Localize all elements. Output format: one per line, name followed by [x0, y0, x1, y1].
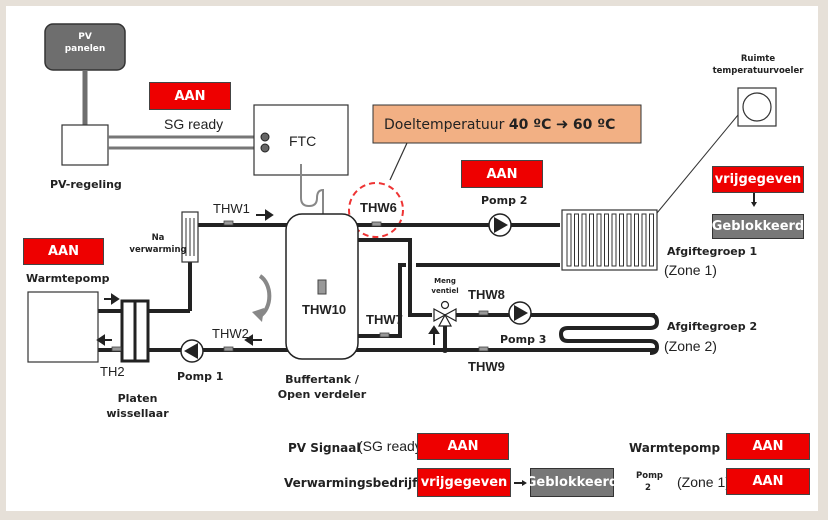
pump2-status-badge: AAN — [461, 160, 543, 188]
radiator-fin — [619, 213, 624, 267]
radiator-fin — [626, 213, 632, 267]
radiator-fin — [596, 213, 602, 267]
mixing-valve-icon — [433, 300, 457, 327]
legend-heatpump-label: Warmtepomp — [629, 441, 721, 455]
legend-utility-from: vrijgegeven — [417, 468, 511, 497]
room-sensor-dial — [742, 92, 772, 122]
target-temp-to: 60 ºC — [572, 117, 616, 133]
pv-panels-label-line2: panelen — [64, 44, 106, 54]
room-sensor — [737, 87, 777, 127]
circulation-arrow-icon — [258, 274, 272, 318]
radiator-fin — [634, 213, 639, 267]
legend-pv-signal-label: PV Signaal — [288, 441, 361, 455]
plate-exchanger-label-line2: wissellaar — [106, 407, 169, 420]
arrow-right-icon: ➜ — [555, 115, 569, 133]
mixing-valve-label: Meng ventiel — [423, 276, 467, 296]
radiator-fin — [641, 213, 647, 267]
buffer-tank-label-line1: Buffertank / — [285, 373, 359, 386]
thw10-sensor — [317, 279, 327, 295]
room-sensor-label-line2: temperatuurvoeler — [712, 66, 804, 76]
backup-heater-element — [185, 218, 195, 256]
target-temp-from: 40 ºC — [508, 117, 552, 133]
legend-pump2-value: AAN — [726, 468, 810, 495]
target-temp-text: Doeltemperatuur 40 ºC ➜ 60 ºC — [384, 115, 615, 133]
thw7-label: THW7 — [366, 312, 403, 327]
pv-controller — [61, 124, 109, 166]
buffer-tank-label-line2: Open verdeler — [277, 388, 367, 401]
zone2-zone-label: (Zone 2) — [664, 338, 717, 354]
plate-exchanger-label-line1: Platen — [117, 392, 158, 405]
radiator-fin — [574, 213, 579, 267]
radiator — [561, 209, 658, 271]
radiator-fins — [566, 213, 654, 267]
pv-panels-label: PV panelen — [45, 31, 125, 55]
temp-sensors — [111, 220, 489, 352]
flow-arrows — [96, 209, 440, 346]
radiator-fin — [581, 213, 587, 267]
radiator-fin — [604, 213, 609, 267]
pump2-icon — [488, 213, 512, 237]
heatpump-status-badge: AAN — [23, 238, 104, 265]
backup-heater-label-line2: verwarming — [129, 245, 187, 255]
legend-pump2-label: Pomp 2 — [636, 470, 664, 494]
legend-pv-signal-sub: (SG ready) — [358, 438, 427, 454]
sg-ready-label: SG ready — [164, 116, 224, 132]
zone2-group-label: Afgiftegroep 2 — [667, 320, 758, 333]
mixing-valve-label-line1: Meng — [434, 277, 456, 285]
legend-pump2-zone: (Zone 1) — [677, 474, 730, 490]
zone1-status-to: Geblokkeerd — [712, 214, 804, 239]
thw6-label: THW6 — [360, 200, 397, 215]
target-temp-box — [372, 104, 642, 144]
legend-pump2-label-line1: Pomp — [636, 471, 664, 481]
pv-panels-label-line1: PV — [78, 32, 92, 42]
backup-heater-label: Na verwarming — [128, 232, 188, 256]
radiator-fin — [611, 213, 617, 267]
thw2-label: THW2 — [212, 326, 249, 341]
pv-controller-label: PV-regeling — [50, 178, 122, 191]
radiator-fin — [589, 213, 594, 267]
pump2-label: Pomp 2 — [481, 194, 528, 207]
sg-status-badge: AAN — [149, 82, 231, 110]
pump1-label: Pomp 1 — [177, 370, 224, 383]
thw10-label: THW10 — [302, 302, 347, 317]
thw8-label: THW8 — [468, 287, 505, 302]
thw9-label: THW9 — [468, 359, 505, 374]
zone1-group-label: Afgiftegroep 1 — [667, 245, 758, 258]
zone1-status-from: vrijgegeven — [712, 166, 804, 193]
pump3-label: Pomp 3 — [500, 333, 547, 346]
buffer-tank-label: Buffertank / Open verdeler — [272, 372, 372, 402]
heatpump-label: Warmtepomp — [26, 272, 110, 285]
legend-utility-to: Geblokkeerd — [526, 468, 618, 497]
ftc-sensor-cable — [300, 164, 324, 260]
room-sensor-label: Ruimte temperatuurvoeler — [708, 53, 808, 77]
legend-pv-signal-value: AAN — [417, 433, 509, 460]
ftc-terminal-2 — [260, 143, 270, 153]
underfloor-heating-loop — [558, 313, 660, 355]
legend-pump2-label-line2: 2 — [645, 483, 651, 493]
room-sensor-wire — [656, 114, 739, 214]
pump1-icon — [180, 339, 204, 363]
ftc-terminal-1 — [260, 132, 270, 142]
target-temp-prefix: Doeltemperatuur — [384, 117, 505, 133]
backup-heater-label-line1: Na — [151, 233, 165, 243]
tee-junction — [442, 347, 448, 353]
th2-label: TH2 — [100, 364, 125, 379]
target-temp-pointer — [389, 142, 408, 181]
ftc-label: FTC — [289, 133, 317, 149]
mixing-valve-label-line2: ventiel — [431, 287, 459, 295]
radiator-fin — [649, 213, 654, 267]
legend-heatpump-value: AAN — [726, 433, 810, 460]
radiator-fin — [566, 213, 572, 267]
pump3-icon — [508, 301, 532, 325]
legend-utility-label: Verwarmingsbedrijf — [284, 476, 418, 490]
room-sensor-label-line1: Ruimte — [740, 54, 776, 64]
thw1-label: THW1 — [213, 201, 250, 216]
plate-exchanger-label: Platen wissellaar — [100, 391, 175, 421]
zone1-zone-label: (Zone 1) — [664, 262, 717, 278]
heatpump-unit — [27, 291, 99, 363]
thw6-highlight — [348, 182, 404, 238]
